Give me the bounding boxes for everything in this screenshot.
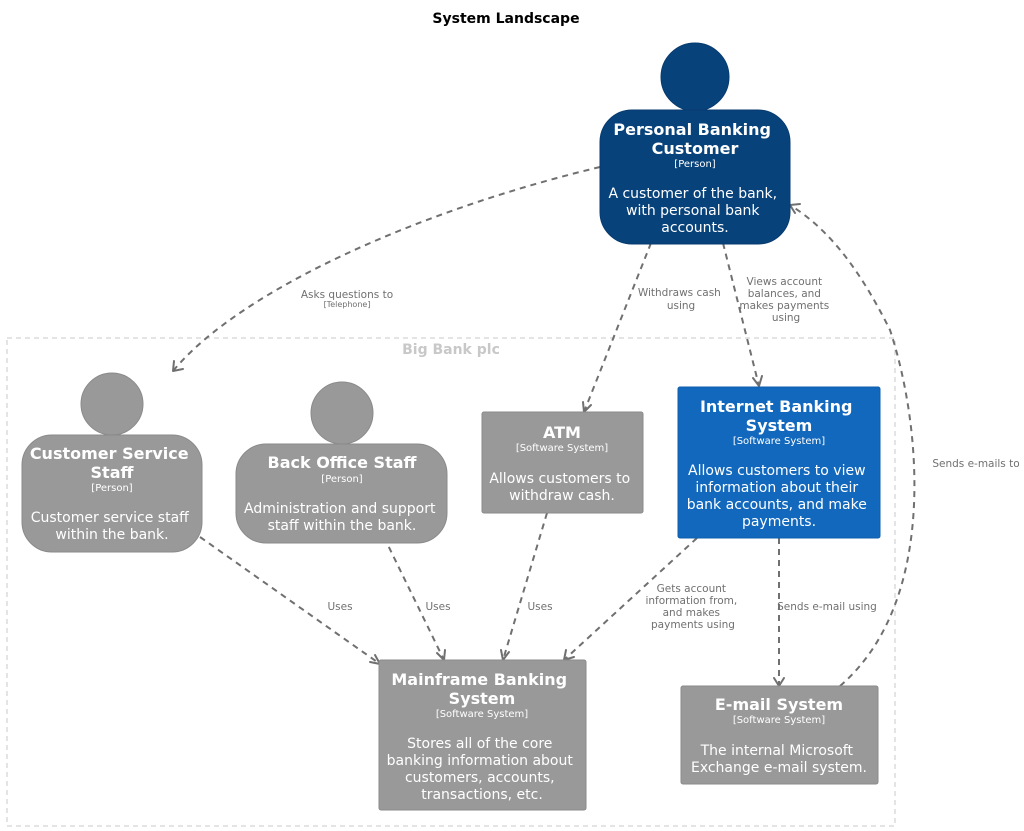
edge-css-uses bbox=[199, 536, 381, 665]
node-personal-banking-customer[interactable]: Personal Banking Customer [Person] A cus… bbox=[599, 42, 791, 245]
node-name: Customer Service Staff bbox=[30, 444, 194, 482]
boundary-label: Big Bank plc bbox=[402, 342, 500, 358]
edge-label-bo-uses: Uses bbox=[425, 601, 450, 613]
edge-label-sends-to: Sends e-mails to bbox=[932, 458, 1019, 470]
node-type: [Person] bbox=[674, 159, 716, 170]
edge-views-account bbox=[722, 242, 760, 387]
edge-backoffice-uses bbox=[383, 536, 445, 661]
node-name: E-mail System bbox=[715, 695, 843, 714]
node-mainframe-banking-system[interactable]: Mainframe Banking System [Software Syste… bbox=[378, 659, 587, 811]
edge-label-gets: Gets account information from, and makes… bbox=[645, 583, 740, 631]
edge-withdraws-cash bbox=[583, 242, 652, 413]
edge-label-withdraws: Withdraws cash using bbox=[638, 287, 724, 312]
edge-sends-emails-to bbox=[789, 204, 916, 687]
node-description: Allows customers to view information abo… bbox=[687, 463, 872, 530]
person-body bbox=[21, 434, 203, 553]
person-body bbox=[235, 443, 448, 544]
edge-asks-questions bbox=[172, 166, 601, 372]
node-name: Internet Banking System bbox=[700, 397, 858, 435]
edge-atm-uses bbox=[502, 512, 548, 661]
edge-tech-asks: [Telephone] bbox=[324, 300, 371, 309]
node-email-system[interactable]: E-mail System [Software System] The inte… bbox=[680, 685, 879, 785]
boundary-box bbox=[6, 337, 896, 827]
node-type: [Person] bbox=[91, 483, 133, 494]
node-description: Administration and support staff within … bbox=[244, 501, 440, 534]
edge-label-css-uses: Uses bbox=[327, 601, 352, 613]
node-description: The internal Microsoft Exchange e-mail s… bbox=[691, 743, 867, 776]
diagram-title: System Landscape bbox=[432, 11, 579, 27]
system-box bbox=[378, 659, 587, 811]
person-body bbox=[599, 109, 791, 245]
arrowhead bbox=[172, 360, 184, 372]
edge-label-asks: Asks questions to bbox=[301, 289, 393, 301]
system-box bbox=[680, 685, 879, 785]
node-type: [Software System] bbox=[516, 443, 608, 454]
edge-label-views: Views account balances, and makes paymen… bbox=[739, 276, 832, 324]
node-name: Back Office Staff bbox=[268, 453, 418, 472]
node-type: [Software System] bbox=[733, 436, 825, 447]
person-head bbox=[310, 381, 374, 445]
node-back-office-staff[interactable]: Back Office Staff [Person] Administratio… bbox=[235, 381, 448, 544]
edge-label-sends-using: Sends e-mail using bbox=[777, 601, 877, 613]
arrowhead bbox=[752, 375, 763, 387]
node-description: Customer service staff within the bank. bbox=[31, 510, 194, 543]
system-box bbox=[677, 386, 881, 539]
system-box bbox=[481, 411, 644, 514]
person-head bbox=[80, 372, 144, 436]
node-internet-banking-system[interactable]: Internet Banking System [Software System… bbox=[677, 386, 881, 539]
node-type: [Software System] bbox=[436, 709, 528, 720]
edge-gets-account-info bbox=[563, 537, 698, 661]
node-type: [Person] bbox=[321, 474, 363, 485]
node-name: Personal Banking Customer bbox=[613, 120, 776, 158]
edge-label-atm-uses: Uses bbox=[527, 601, 552, 613]
node-type: [Software System] bbox=[733, 715, 825, 726]
node-description: Allows customers to withdraw cash. bbox=[489, 471, 634, 504]
node-name: Mainframe Banking System bbox=[391, 670, 572, 708]
node-description: Stores all of the core banking informati… bbox=[387, 736, 578, 803]
node-atm[interactable]: ATM [Software System] Allows customers t… bbox=[481, 411, 644, 514]
node-description: A customer of the bank, with personal ba… bbox=[608, 186, 781, 236]
node-customer-service-staff[interactable]: Customer Service Staff [Person] Customer… bbox=[21, 372, 203, 553]
node-name: ATM bbox=[543, 423, 581, 442]
person-head bbox=[660, 42, 730, 112]
arrowhead bbox=[436, 649, 446, 661]
